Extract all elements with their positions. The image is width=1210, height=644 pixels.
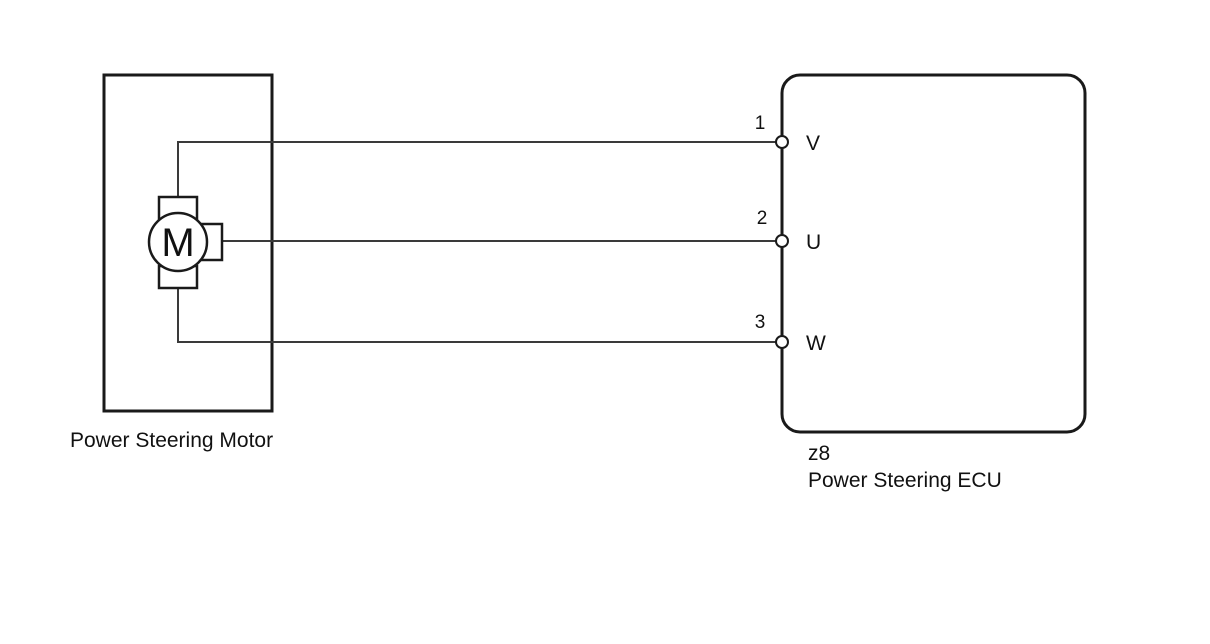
pin-3-number: 3 — [755, 312, 766, 333]
wire-w — [177, 288, 776, 343]
pin-2-name: U — [806, 231, 821, 254]
pin-3-name: W — [806, 332, 826, 355]
ecu-connector-code: z8 — [808, 442, 831, 465]
pin-1-terminal-icon — [775, 135, 789, 149]
motor-symbol-icon: M — [147, 195, 224, 290]
ecu-box — [780, 73, 1087, 434]
motor-housing-box — [102, 73, 274, 413]
pin-3: 3 W — [755, 312, 826, 355]
motor-symbol-letter: M — [161, 221, 194, 265]
pin-1-name: V — [806, 132, 820, 155]
motor-label: Power Steering Motor — [70, 429, 274, 452]
pin-2-number: 2 — [757, 208, 768, 229]
ecu-label: Power Steering ECU — [808, 469, 1002, 492]
pin-2: 2 U — [757, 208, 821, 254]
pin-1-number: 1 — [755, 113, 766, 134]
pin-1: 1 V — [755, 113, 820, 155]
wire-v — [177, 141, 776, 197]
pin-3-terminal-icon — [775, 335, 789, 349]
pin-2-terminal-icon — [775, 234, 789, 248]
